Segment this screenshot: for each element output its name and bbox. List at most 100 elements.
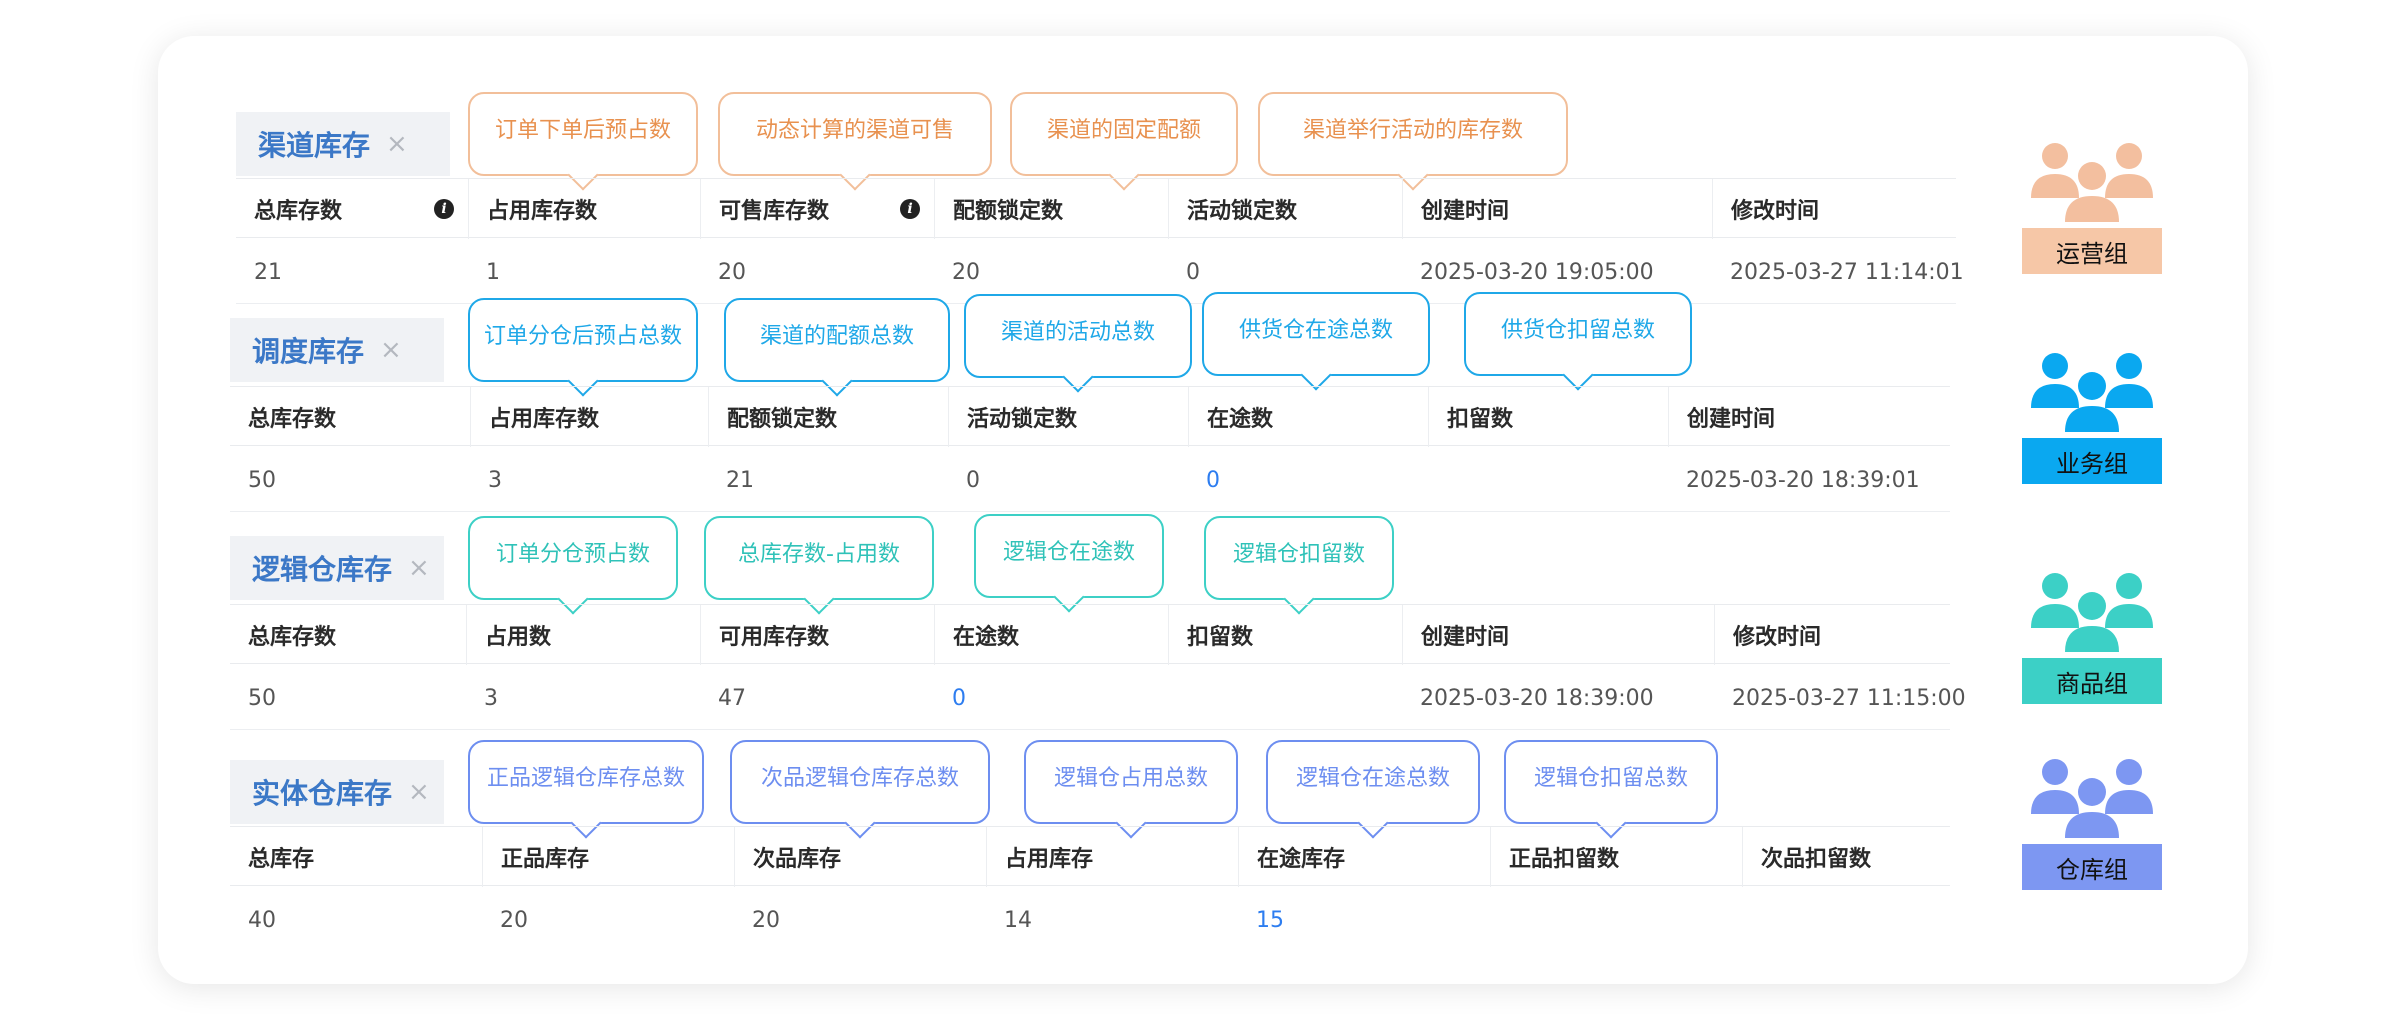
column-header: 次品库存 [734,827,986,887]
cell-value-link[interactable]: 0 [1206,467,1220,493]
group-warehouse: 仓库组 [2022,756,2162,890]
column-header: 正品库存 [482,827,734,887]
callout-sellable: 动态计算的渠道可售 [718,92,992,176]
group-label: 仓库组 [2022,844,2162,890]
column-header: 扣留数 [1428,387,1668,447]
column-header: 占用库存 [986,827,1238,887]
callout-good-stock: 正品逻辑仓库存总数 [468,740,704,824]
cell-value [1168,666,1186,730]
people-group-icon [2031,573,2153,652]
table-row: 21 1 20 20 0 2025-03-20 19:05:00 2025-03… [236,240,1964,304]
group-operations: 运营组 [2022,140,2162,274]
column-header: 在途数 [1188,387,1428,447]
close-icon[interactable]: × [408,777,430,807]
table-row: 50 3 21 0 0 2025-03-20 18:39:01 [230,448,1950,512]
cell-value [1428,448,1446,512]
callout-withheld: 逻辑仓扣留数 [1204,516,1394,600]
callout-withheld: 供货仓扣留总数 [1464,292,1692,376]
inventory-panel: 订单下单后预占数 动态计算的渠道可售 渠道的固定配额 渠道举行活动的库存数 渠道… [158,36,2248,984]
column-header: 在途库存 [1238,827,1490,887]
cell-value [1742,888,1760,952]
tab-dispatch-inventory[interactable]: 调度库存 × [230,318,444,382]
people-group-icon [2031,353,2153,432]
cell-value: 1 [486,259,500,285]
people-group-icon [2031,759,2153,838]
section-title: 实体仓库存 [252,777,393,810]
cell-value: 14 [1004,907,1032,933]
cell-value: 3 [484,685,498,711]
cell-value: 0 [966,467,980,493]
group-label: 运营组 [2022,228,2162,274]
close-icon[interactable]: × [386,129,408,159]
group-product: 商品组 [2022,570,2162,704]
cell-value: 20 [952,259,980,285]
tab-channel-inventory[interactable]: 渠道库存 × [236,112,450,176]
callout-defective-stock: 次品逻辑仓库存总数 [730,740,990,824]
section-title: 逻辑仓库存 [252,553,393,586]
table-header: 总库存数 占用库存数 配额锁定数 活动锁定数 在途数 扣留数 创建时间 [230,386,1950,447]
cell-value-link[interactable]: 0 [952,685,966,711]
cell-value: 50 [248,685,276,711]
cell-value: 21 [254,259,282,285]
callout-occupied: 订单分仓预占数 [468,516,678,600]
callout-in-transit: 供货仓在途总数 [1202,292,1430,376]
column-header: 创建时间 [1402,605,1714,665]
callout-activity: 渠道举行活动的库存数 [1258,92,1568,176]
callout-quota: 渠道的配额总数 [724,298,950,382]
cell-value: 40 [248,907,276,933]
people-group-icon [2031,143,2153,222]
column-header: 总库存 [248,847,315,872]
tab-physical-warehouse-inventory[interactable]: 实体仓库存 × [230,760,444,824]
column-header: 配额锁定数 [934,179,1168,239]
table-row: 40 20 20 14 15 [230,888,1950,952]
callout-occupied: 订单下单后预占数 [468,92,698,176]
callout-in-transit: 逻辑仓在途数 [974,514,1164,598]
info-icon[interactable]: i [900,199,920,219]
close-icon[interactable]: × [408,553,430,583]
column-header: 总库存数 [248,625,337,650]
column-header: 配额锁定数 [708,387,948,447]
column-header: 总库存数 [248,407,337,432]
column-header: 在途数 [934,605,1168,665]
cell-value: 2025-03-20 18:39:00 [1420,685,1654,711]
callout-withheld: 逻辑仓扣留总数 [1504,740,1718,824]
cell-value: 20 [500,907,528,933]
column-header: 可用库存数 [700,605,934,665]
cell-value: 47 [718,685,746,711]
close-icon[interactable]: × [380,335,402,365]
tab-logical-warehouse-inventory[interactable]: 逻辑仓库存 × [230,536,444,600]
cell-value: 3 [488,467,502,493]
column-header: 创建时间 [1402,179,1712,239]
column-header: 创建时间 [1668,387,1950,447]
column-header: 次品扣留数 [1742,827,1950,887]
info-icon[interactable]: i [434,199,454,219]
column-header: 修改时间 [1712,179,1956,239]
cell-value [1490,888,1508,952]
cell-value: 0 [1186,259,1200,285]
callout-activity: 渠道的活动总数 [964,294,1192,378]
cell-value: 2025-03-27 11:14:01 [1730,259,1964,285]
column-header: 占用数 [466,605,700,665]
table-row: 50 3 47 0 2025-03-20 18:39:00 2025-03-27… [230,666,1966,730]
section-title: 渠道库存 [258,129,371,162]
cell-value: 2025-03-20 18:39:01 [1686,467,1920,493]
cell-value: 20 [718,259,746,285]
cell-value: 21 [726,467,754,493]
section-title: 调度库存 [252,335,365,368]
column-header: 活动锁定数 [948,387,1188,447]
callout-occupied: 订单分仓后预占总数 [468,298,698,382]
column-header: 扣留数 [1168,605,1402,665]
group-business: 业务组 [2022,350,2162,484]
callout-available: 总库存数-占用数 [704,516,934,600]
cell-value-link[interactable]: 15 [1256,907,1284,933]
group-label: 商品组 [2022,658,2162,704]
column-header: 修改时间 [1714,605,1950,665]
callout-occupied: 逻辑仓占用总数 [1024,740,1238,824]
callout-in-transit: 逻辑仓在途总数 [1266,740,1480,824]
column-header: 正品扣留数 [1490,827,1742,887]
column-header: 占用库存数 [468,179,700,239]
table-header: 总库存 正品库存 次品库存 占用库存 在途库存 正品扣留数 次品扣留数 [230,826,1950,887]
